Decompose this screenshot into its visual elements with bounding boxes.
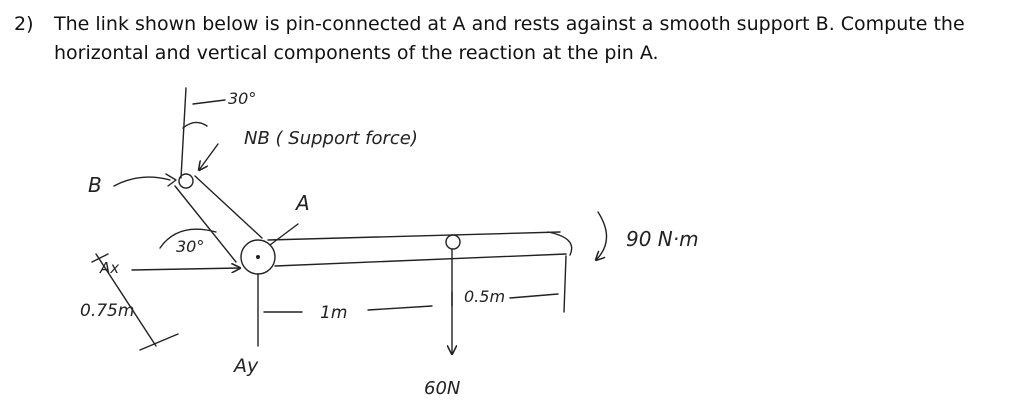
angle-link-label: 30° — [176, 237, 204, 256]
len-05m-label: 0.5m — [464, 287, 505, 306]
load-label: 60N — [424, 378, 460, 399]
dimension-075-line — [95, 253, 157, 347]
problem-line-2: horizontal and vertical components of th… — [54, 42, 659, 64]
problem-number: 2) — [14, 13, 34, 35]
dimension-05m-end-tick — [563, 255, 567, 313]
moment-arrow — [596, 211, 608, 260]
a-label: A — [294, 191, 310, 215]
ax-force-arrow — [131, 268, 240, 270]
dimension-1m-right — [367, 305, 433, 311]
angle-top-label: 30° — [228, 89, 256, 108]
angle-arc-link — [159, 228, 217, 249]
dimension-05m-line — [509, 293, 559, 299]
nb-force-arrow — [199, 143, 219, 170]
load-point-circle — [445, 234, 461, 250]
link-horizontal-top-edge — [267, 231, 561, 241]
link-horizontal-bottom-edge — [274, 253, 567, 267]
support-b-circle — [178, 173, 194, 189]
a-leader-line — [269, 223, 299, 246]
link-right-end — [547, 231, 573, 256]
length-075-label: 0.75m — [80, 301, 134, 321]
moment-label: 90 N·m — [626, 227, 699, 251]
pin-a-center — [256, 255, 260, 259]
dimension-075-tick — [139, 333, 179, 351]
b-pointer — [113, 176, 171, 187]
len-1m-label: 1m — [320, 303, 347, 323]
vertical-reference-line — [180, 87, 187, 179]
problem-line-1: The link shown below is pin-connected at… — [54, 13, 965, 35]
ay-label: Ay — [232, 355, 259, 377]
nb-label: NB ( Support force) — [244, 128, 418, 149]
dimension-075-tick-top — [91, 253, 109, 263]
ax-label: Ax — [99, 259, 119, 277]
link-incline-lower-edge — [174, 185, 237, 263]
problem-text: The link shown below is pin-connected at… — [54, 10, 1019, 68]
angle-arc-top — [182, 121, 208, 129]
angle-reference-tick — [192, 99, 226, 105]
b-pointer-head — [165, 173, 177, 187]
link-incline-upper-edge — [194, 175, 263, 239]
b-label: B — [88, 173, 102, 197]
